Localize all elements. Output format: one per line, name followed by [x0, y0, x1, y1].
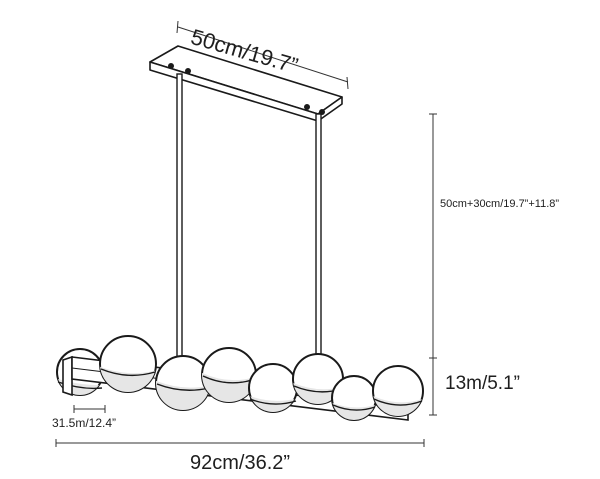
- drop-length-label: 50cm+30cm/19.7”+11.8”: [440, 198, 560, 210]
- canopy-dimension-line: [176, 20, 349, 90]
- globe-dimension-line: [73, 405, 106, 413]
- canopy-screws: [168, 63, 325, 115]
- width-dimension-line: [55, 439, 425, 447]
- fixture-height-label: 13m/5.1”: [445, 373, 520, 394]
- overall-width-label: 92cm/36.2”: [190, 452, 291, 474]
- suspension-rods: [176, 73, 322, 395]
- height-dimension-line: [429, 113, 437, 416]
- light-fixture: [56, 335, 424, 421]
- canopy-plate: [149, 45, 343, 122]
- bar-end-cap: [62, 355, 73, 397]
- globe-diameter-label: 31.5m/12.4”: [52, 416, 117, 430]
